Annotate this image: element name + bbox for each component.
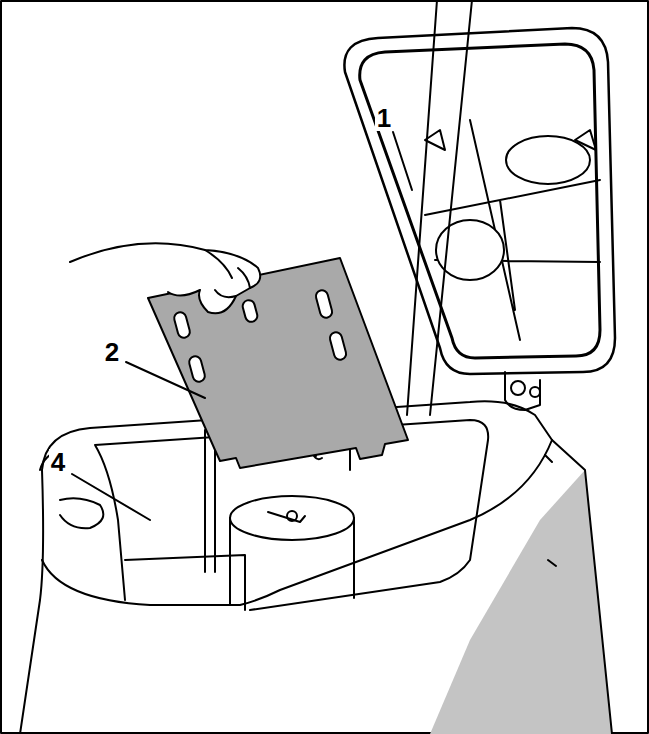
- tank-compartment-part: [125, 555, 245, 610]
- cover-plate-part: [188, 355, 206, 383]
- lid-part: [425, 120, 600, 340]
- cover-plate-part: [173, 311, 191, 339]
- hinge-part: [505, 372, 540, 410]
- filter-canister: [230, 496, 354, 605]
- leader-lines-part: [126, 362, 205, 398]
- leader-lines-part: [72, 474, 150, 520]
- tank-compartment-part: [205, 430, 215, 572]
- filter-canister-part: [230, 496, 354, 540]
- hand: [70, 243, 260, 313]
- shading: [430, 470, 612, 734]
- cover-plate-part: [241, 299, 258, 323]
- cover-plate-part: [315, 289, 334, 319]
- lid-part: [360, 44, 600, 358]
- rod: [407, 0, 472, 415]
- filter-canister-part: [268, 512, 305, 522]
- hinge-part: [530, 387, 540, 397]
- rod-part: [407, 0, 472, 415]
- callout-number: 1: [375, 105, 393, 131]
- leader-lines: [72, 132, 412, 520]
- callout-number: 2: [103, 339, 121, 365]
- cover-plate-part: [329, 331, 348, 361]
- tank-body-part: [545, 455, 556, 566]
- shading-part: [430, 470, 612, 734]
- leader-lines-part: [393, 132, 412, 190]
- lid-part: [425, 130, 596, 150]
- callout-number: 4: [49, 449, 67, 475]
- hinge-part: [511, 381, 525, 395]
- filter-canister-part: [230, 518, 354, 605]
- hand-part: [70, 243, 260, 313]
- filter-canister-part: [287, 511, 297, 521]
- lid: [344, 28, 615, 374]
- lid-part: [344, 28, 615, 374]
- tank-body-part: [60, 498, 103, 528]
- lid-part: [506, 136, 590, 184]
- hinge: [505, 372, 540, 410]
- hand-part: [205, 250, 250, 297]
